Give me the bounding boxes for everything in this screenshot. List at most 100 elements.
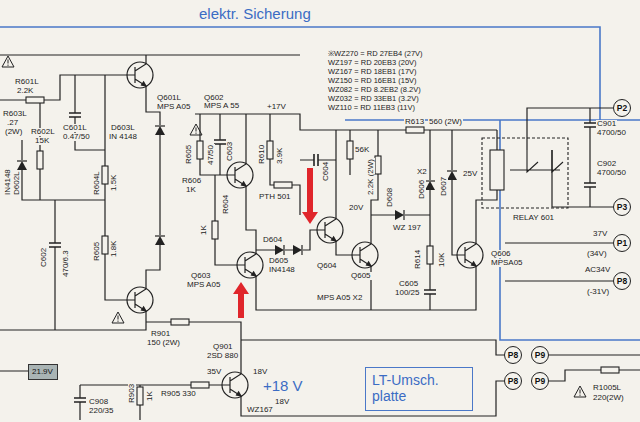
component-label: .27 <box>6 119 19 127</box>
component-label: 15K <box>34 137 50 145</box>
component-label: 220/35 <box>88 407 114 415</box>
relay-symbol <box>482 138 568 208</box>
component-label: C605 <box>398 280 419 288</box>
component-label: 2.2K (2W) <box>367 158 375 196</box>
component-label: 470/6.3 <box>62 249 70 278</box>
component-label: MPS A05 <box>186 281 221 289</box>
component-label: C601L <box>62 124 88 132</box>
resistor-symbol <box>26 97 619 405</box>
component-label: MPS A05 X2 <box>316 294 363 302</box>
section-label: +18 V <box>262 378 304 393</box>
component-label: WZ167 <box>246 406 274 414</box>
component-label: C901 <box>596 120 617 128</box>
component-label: (2W) <box>4 128 23 136</box>
resistor-symbol <box>102 236 108 254</box>
component-label: R602L <box>30 128 56 136</box>
capacitor-symbol <box>584 183 596 187</box>
component-label: C604 <box>322 161 330 182</box>
diode-symbol <box>155 236 165 245</box>
diode-symbol <box>447 171 457 180</box>
component-label: (34V) <box>586 250 608 258</box>
component-label: R604 <box>222 194 230 215</box>
component-label: 18V <box>274 398 290 406</box>
component-label: 1.8K <box>110 240 118 258</box>
component-label: 4700/50 <box>596 169 627 177</box>
diode-symbol <box>155 126 165 135</box>
transistor-symbol <box>127 57 483 403</box>
component-label: D602L <box>13 170 21 196</box>
capacitor-symbol <box>49 243 61 247</box>
diode-symbol <box>293 245 302 255</box>
zener-table-row: WZ167 = RD 18EB1 (17V) <box>327 68 418 76</box>
node-text: P8 <box>617 276 627 286</box>
capacitor-symbol <box>584 123 596 127</box>
component-label: IN4148 <box>268 266 296 274</box>
component-label: 18V <box>252 368 268 376</box>
component-label: 47/50 <box>207 144 215 166</box>
resistor-symbol <box>406 127 424 133</box>
component-label: C603 <box>226 141 234 162</box>
component-label: 2.2K <box>16 87 34 95</box>
component-label: 100/25 <box>394 289 420 297</box>
transistor-symbol <box>227 157 253 193</box>
component-label: R605 <box>185 144 193 165</box>
connector-pin: P2 <box>613 99 631 117</box>
component-label: R613 <box>404 118 425 126</box>
zener-table-row: WZ032 = RD 33EB1 (3.2V) <box>327 95 420 103</box>
resistor-symbol <box>137 387 143 405</box>
component-label: PTH 501 <box>258 193 292 201</box>
connector-pin: P8 <box>504 346 522 364</box>
component-label: C902 <box>596 160 617 168</box>
component-label: +17V <box>266 103 287 111</box>
resistor-symbol <box>267 141 273 159</box>
node-text: P3 <box>617 202 627 212</box>
warning-symbol <box>574 386 586 397</box>
component-label: R606 <box>181 177 202 185</box>
wire <box>0 55 504 420</box>
component-label: WZ 197 <box>392 224 422 232</box>
resistor-symbol <box>197 141 203 159</box>
connector-pin: P9 <box>531 346 549 364</box>
resistor-symbol <box>171 319 189 325</box>
warning-symbol <box>2 56 14 67</box>
relay-symbol <box>482 138 568 208</box>
component-label: 220(2W) <box>592 394 625 402</box>
transistor-symbol <box>317 212 343 248</box>
capacitor-symbol <box>314 154 318 166</box>
node-text: P2 <box>617 103 627 113</box>
component-label: 10K <box>438 252 446 268</box>
transistor-symbol <box>127 282 153 318</box>
component-label: R604L <box>93 170 101 196</box>
node-text: 21.9V <box>32 367 54 376</box>
component-label: R603L <box>2 110 28 118</box>
connector-pin: P8 <box>613 272 631 290</box>
component-label: C602 <box>40 247 48 268</box>
component-label: D604 <box>262 236 283 244</box>
resistor-symbol <box>26 97 44 103</box>
component-label: R601L <box>14 78 40 86</box>
component-label: R605 <box>93 241 101 262</box>
thermistor-symbol <box>274 182 292 188</box>
component-label: 1K <box>146 390 154 402</box>
component-label: 1K <box>200 224 208 236</box>
zener-symbol <box>395 210 404 220</box>
node-text: P1 <box>617 238 627 248</box>
warning-symbol <box>2 56 586 397</box>
connector-pin: P1 <box>613 234 631 252</box>
resistor-symbol <box>601 367 619 373</box>
node-text: LT-Umsch. platte <box>372 372 466 404</box>
component-label: Q606 <box>490 250 512 258</box>
component-label: 4700/50 <box>596 129 627 137</box>
component-label: C908 <box>88 398 109 406</box>
transistor-symbol <box>237 247 263 283</box>
section-label: elektr. Sicherung <box>198 6 312 21</box>
transistor-symbol <box>127 57 153 93</box>
component-label: Q603 <box>190 272 212 280</box>
component-label: 2SD 880 <box>206 352 239 360</box>
component-label: Q602 <box>203 94 225 102</box>
component-label: 0.47/50 <box>62 133 91 141</box>
red-arrow <box>233 168 318 318</box>
component-label: R1005L <box>592 384 622 392</box>
component-label: X2 <box>416 168 428 176</box>
relay-coil <box>490 150 504 190</box>
